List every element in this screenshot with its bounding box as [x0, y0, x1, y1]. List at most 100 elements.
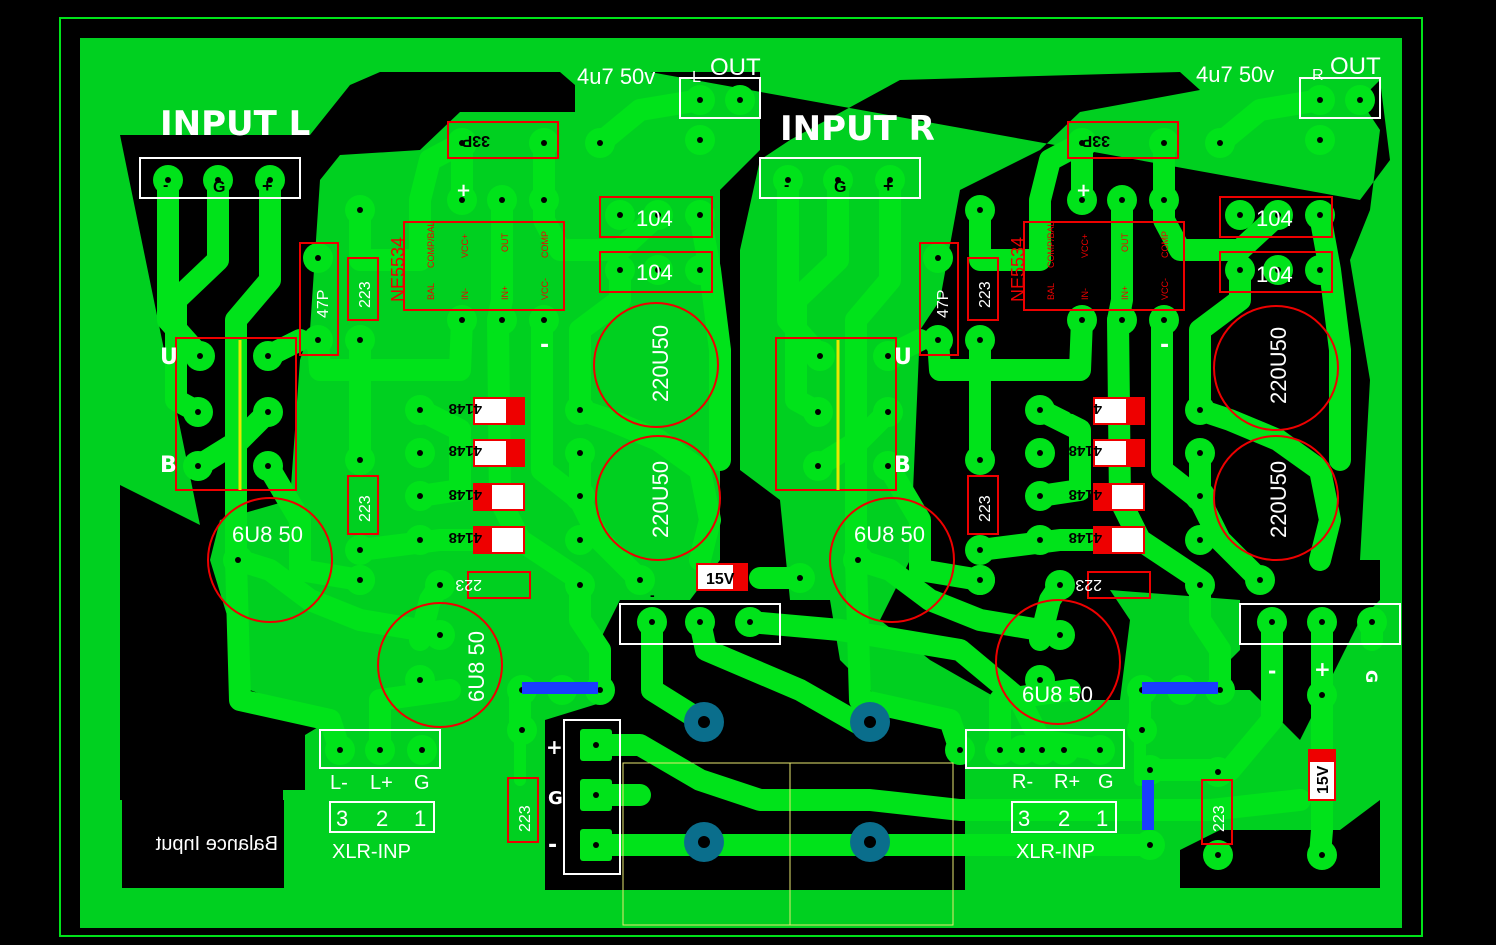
cap-220b-l-outline — [595, 435, 721, 561]
drill-hole — [417, 407, 423, 413]
drill-hole — [617, 212, 623, 218]
drill-hole — [597, 140, 603, 146]
drill-hole — [637, 577, 643, 583]
drill-hole — [1269, 619, 1275, 625]
drill-hole — [1139, 727, 1145, 733]
drill-hole — [1215, 769, 1221, 775]
drill-hole — [1317, 212, 1323, 218]
drill-hole — [1197, 537, 1203, 543]
res-223a-l-label: 223 — [357, 281, 374, 308]
input-l-pin-plus: + — [262, 176, 273, 196]
cap-220a-r-label: 220U50 — [1266, 327, 1291, 404]
cap-47p-r-label: 47P — [935, 290, 952, 318]
drill-hole — [357, 207, 363, 213]
drill-hole — [697, 212, 703, 218]
out-r-header — [1299, 77, 1381, 119]
drill-hole — [417, 537, 423, 543]
cap-47p-l-label: 47P — [315, 290, 332, 318]
drill-hole — [815, 409, 821, 415]
copper-trace — [1189, 574, 1231, 701]
diode-l-1-label: 4148 — [449, 400, 482, 417]
drill-hole — [265, 409, 271, 415]
ic-r-pin-out: OUT — [1120, 233, 1130, 253]
drill-hole — [357, 577, 363, 583]
cap-6u8a-l-outline — [207, 497, 333, 623]
drill-hole — [459, 140, 465, 146]
power-right-lower-g: G — [1362, 670, 1381, 683]
xlr-r-num-1: 1 — [1096, 806, 1108, 831]
drill-hole — [597, 687, 603, 693]
cap-out-r-label: 4u7 50v — [1196, 62, 1274, 87]
xlr-l-num-3: 3 — [336, 806, 348, 831]
xlr-l-num-box — [329, 801, 435, 833]
ic-l-pin-inplus: IN+ — [500, 286, 510, 300]
out-l-title: OUT — [710, 54, 761, 81]
drill-hole — [1119, 317, 1125, 323]
regulator-courtyard-r — [789, 762, 954, 926]
copper-trace — [1189, 399, 1341, 571]
diode-r-4-label: 4148 — [1069, 529, 1102, 546]
diode-r-3-label: 4148 — [1069, 486, 1102, 503]
res-104b-r-body — [1219, 251, 1333, 293]
power-right-lower-plus: + — [1314, 657, 1331, 681]
copper-trace — [227, 549, 431, 641]
drill-hole — [437, 632, 443, 638]
input-r-pin-minus: - — [784, 177, 789, 194]
drill-hole — [977, 207, 983, 213]
drill-hole — [195, 463, 201, 469]
diode-r-2-label: 4148 — [1069, 442, 1102, 459]
drill-hole — [577, 582, 583, 588]
drill-hole — [797, 575, 803, 581]
zener-a-band — [733, 564, 747, 590]
drill-hole — [1039, 747, 1045, 753]
drill-hole — [1079, 317, 1085, 323]
drill-hole — [235, 557, 241, 563]
drill-hole — [1037, 537, 1043, 543]
drill-hole — [197, 353, 203, 359]
drill-hole — [499, 197, 505, 203]
res-223a-r-body — [967, 257, 999, 321]
copper-trace — [847, 549, 1051, 641]
copper-trace — [569, 574, 611, 701]
input-l-pin-minus: - — [163, 177, 168, 194]
drill-hole — [1217, 140, 1223, 146]
drill-hole — [1319, 619, 1325, 625]
drill-hole — [577, 407, 583, 413]
drill-hole — [541, 317, 547, 323]
res-bottom-label: 223 — [517, 805, 534, 832]
drill-hole — [855, 557, 861, 563]
cap-6u8b-r-outline — [995, 599, 1121, 725]
drill-hole — [1037, 677, 1043, 683]
res-223a-l-body — [347, 257, 379, 321]
drill-hole — [1217, 687, 1223, 693]
drill-hole — [593, 842, 599, 848]
cap-33p-l-body — [447, 121, 559, 159]
drill-hole — [499, 317, 505, 323]
cap-6u8b-l-label: 6U8 50 — [464, 631, 489, 702]
input-r-header — [759, 157, 921, 199]
drill-hole — [519, 727, 525, 733]
ic-r-minus-mark: - — [1160, 333, 1169, 358]
cap-33p-r-body — [1067, 121, 1179, 159]
switch-r-b: B — [894, 453, 911, 478]
drill-hole — [1197, 493, 1203, 499]
drill-hole — [215, 177, 221, 183]
drill-hole — [1147, 767, 1153, 773]
drill-hole — [747, 619, 753, 625]
power-right-header — [1239, 603, 1401, 645]
supply-terminal-body — [563, 719, 621, 875]
res-223b-r-label: 223 — [977, 495, 994, 522]
xlr-l-pin-3: G — [414, 772, 430, 794]
drill-hole — [357, 547, 363, 553]
drill-hole — [885, 463, 891, 469]
cap-220b-l-label: 220U50 — [648, 461, 673, 538]
res-104b-l-label: 104 — [636, 260, 673, 285]
drill-hole — [649, 619, 655, 625]
drill-hole — [1317, 97, 1323, 103]
copper-trace — [165, 169, 229, 423]
input-r-pin-plus: + — [883, 176, 894, 196]
copper-trace — [349, 132, 473, 271]
drill-hole — [1161, 317, 1167, 323]
